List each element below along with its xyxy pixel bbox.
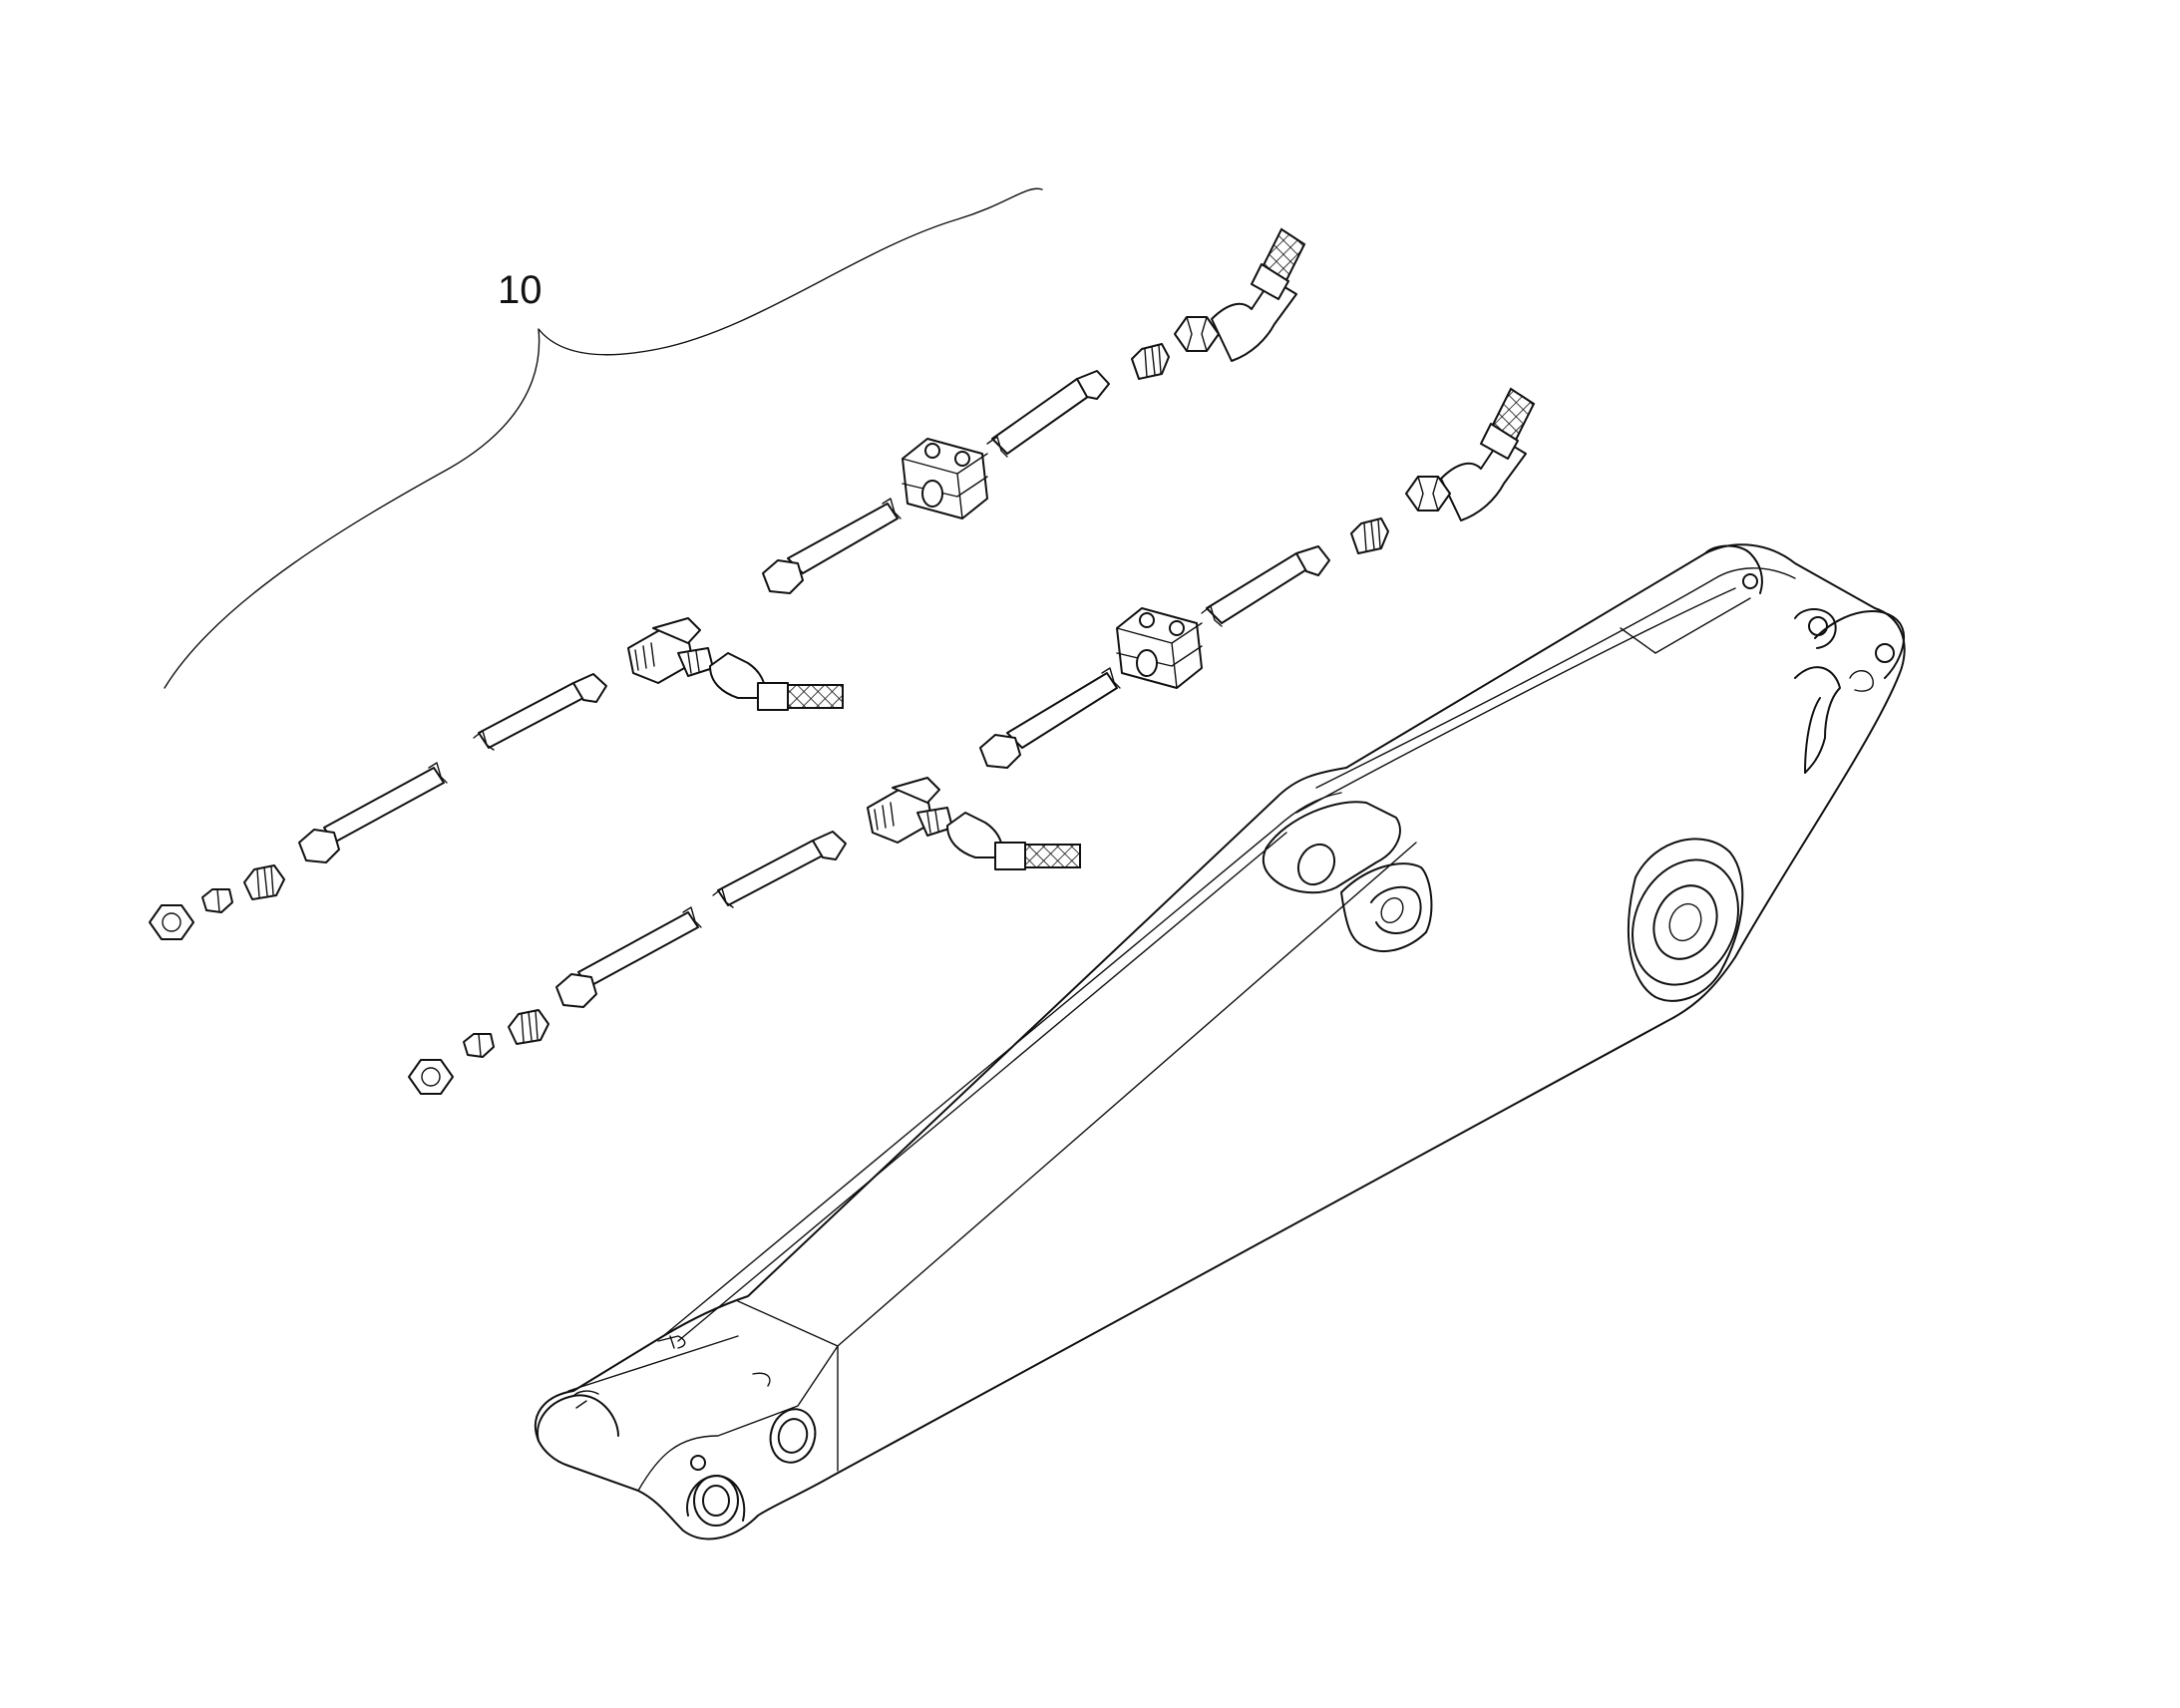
boom-arm	[534, 543, 1906, 1540]
braided-hose-end-straight	[946, 812, 1081, 870]
boom-foot	[537, 1335, 839, 1527]
braided-hose-end-straight	[709, 652, 844, 711]
pipe-segment	[1006, 667, 1121, 749]
hex-nut	[408, 1059, 454, 1095]
hex-nut	[149, 904, 194, 940]
callout-label-10: 10	[498, 268, 543, 312]
threaded-nipple	[1350, 517, 1389, 554]
braided-hose-end-elbow	[1440, 387, 1536, 521]
group-brace	[164, 187, 1043, 689]
pipe-flared-end	[555, 973, 597, 1008]
pipe-segment	[1201, 545, 1330, 627]
pipe-segment	[473, 673, 607, 751]
tee-fitting	[627, 617, 714, 684]
pipe-assembly-left-upper	[149, 617, 844, 940]
pipe-flared-end	[298, 829, 340, 863]
pipe-assembly-middle	[979, 387, 1536, 769]
cylinder-mount	[1262, 801, 1433, 952]
pipe-assembly-upper	[762, 227, 1306, 594]
pipe-segment	[577, 906, 702, 988]
hex-nut	[1405, 476, 1451, 512]
pipe-flared-end	[979, 734, 1021, 769]
reducer-fitting	[201, 888, 233, 913]
threaded-nipple	[1131, 343, 1170, 380]
pipe-segment	[712, 831, 847, 908]
reducer-fitting	[463, 1033, 495, 1058]
pipe-segment	[986, 370, 1110, 458]
pipe-segment	[323, 762, 448, 844]
pipe-segment	[787, 498, 902, 574]
boom-pivot	[1627, 838, 1744, 1002]
threaded-nipple	[508, 1009, 549, 1045]
braided-hose-end-elbow	[1211, 227, 1306, 362]
pipe-assembly-left-lower	[408, 777, 1081, 1095]
tee-fitting	[867, 777, 953, 844]
threaded-nipple	[243, 864, 285, 900]
pipe-flared-end	[762, 559, 804, 594]
pipe-clamp	[902, 438, 988, 519]
hex-nut	[1174, 316, 1220, 352]
pipe-clamp	[1116, 607, 1203, 689]
